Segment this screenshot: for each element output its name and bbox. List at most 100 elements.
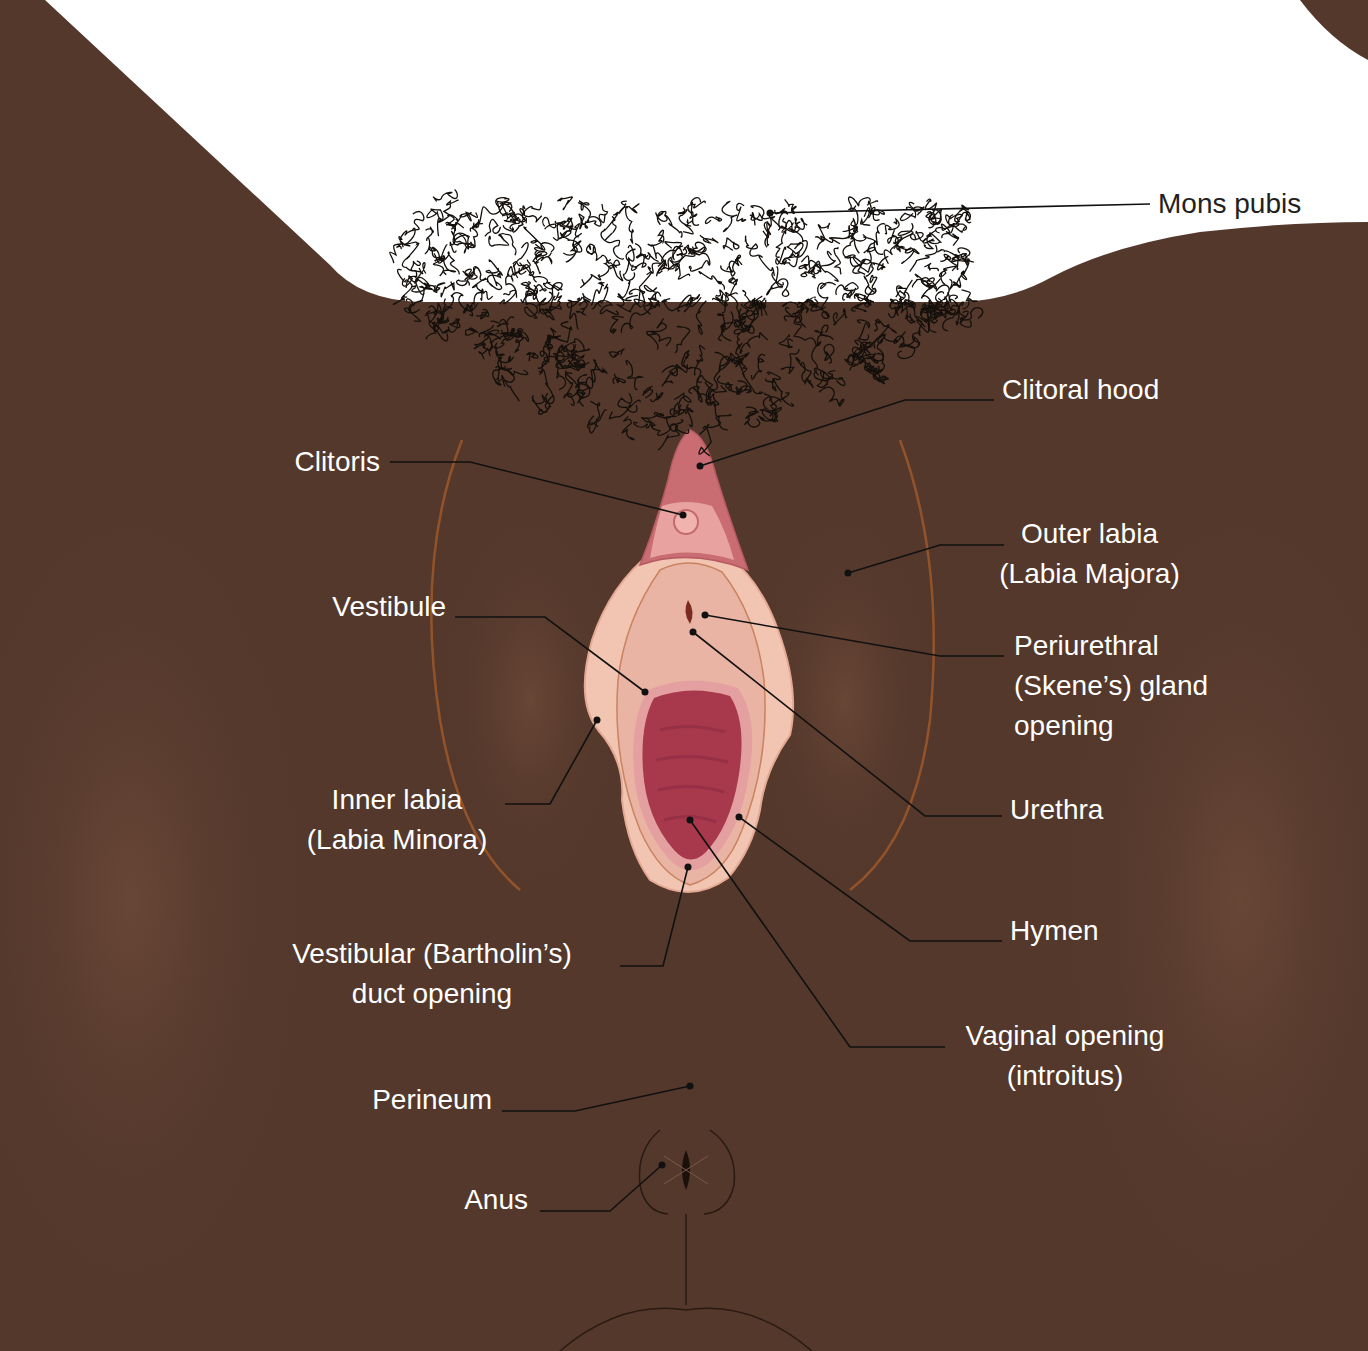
hair-curl	[674, 402, 692, 426]
leader-dot	[642, 689, 649, 696]
hair-curl	[576, 375, 587, 403]
part-label: Urethra	[1010, 790, 1210, 830]
hair-curl	[634, 415, 658, 428]
part-label: Inner labia (Labia Minora)	[292, 780, 502, 860]
hair-curl	[626, 207, 634, 243]
hair-curl	[658, 418, 679, 450]
hair-curl	[441, 282, 454, 297]
hair-curl	[535, 243, 554, 256]
hair-curl	[672, 246, 695, 262]
hair-curl	[473, 220, 479, 229]
vaginal-rugae	[656, 726, 728, 822]
hair-curl	[836, 285, 852, 300]
hair-curl	[527, 352, 538, 360]
hair-curl	[487, 260, 502, 286]
hair-curl	[523, 260, 534, 276]
leader-line	[700, 400, 994, 466]
hair-curl	[405, 211, 424, 235]
hair-curl	[905, 300, 915, 317]
hair-curl	[723, 238, 739, 250]
hair-curl	[684, 297, 701, 311]
hair-curl	[874, 369, 886, 384]
part-label: Vestibule	[246, 587, 446, 627]
hair-curl	[737, 203, 746, 221]
hair-curl	[924, 263, 938, 271]
hair-curl	[539, 292, 561, 314]
leader-line	[848, 545, 1004, 573]
leader-line	[390, 462, 683, 515]
hair-curl	[870, 334, 885, 361]
hair-curl	[690, 198, 701, 219]
leader-line	[505, 720, 597, 804]
leader-dot	[845, 570, 852, 577]
hair-curl	[936, 226, 953, 238]
hair-curl	[962, 290, 977, 309]
hair-curl	[628, 245, 637, 270]
leader-line	[693, 632, 1002, 816]
hair-curl	[515, 329, 524, 353]
hair-curl	[534, 277, 562, 290]
hair-curl	[613, 374, 625, 384]
hair-curl	[639, 272, 651, 307]
leader-line	[502, 1086, 690, 1111]
hair-curl	[689, 261, 709, 271]
hair-curl	[598, 301, 618, 315]
hair-curl	[472, 291, 493, 305]
hair-curl	[953, 271, 966, 287]
hair-curl	[605, 217, 616, 240]
hair-curl	[651, 393, 663, 402]
hair-curl	[675, 327, 690, 353]
hair-curl	[776, 266, 789, 296]
hair-curl	[532, 395, 554, 411]
hair-curl	[599, 204, 607, 223]
hair-curl	[495, 367, 519, 401]
hair-curl	[662, 366, 677, 386]
hair-curl	[577, 377, 593, 397]
hair-curl	[390, 244, 401, 263]
part-label: Vaginal opening (introitus)	[935, 1016, 1195, 1096]
hair-curl	[751, 206, 780, 231]
hair-curl	[588, 410, 607, 433]
hair-curl	[491, 317, 514, 327]
hair-curl	[960, 205, 970, 220]
hair-curl	[713, 393, 727, 430]
hair-curl	[498, 202, 519, 222]
hair-curl	[673, 246, 687, 260]
hair-curl	[662, 299, 689, 311]
vestibule	[617, 563, 765, 885]
hair-curl	[543, 217, 556, 229]
hair-curl	[921, 309, 938, 323]
hair-curl	[426, 325, 449, 339]
hair-curl	[787, 242, 803, 254]
hair-curl	[913, 324, 923, 344]
hair-curl	[849, 197, 871, 211]
hair-curl	[705, 217, 721, 224]
hair-curl	[609, 349, 624, 357]
hair-curl	[851, 303, 870, 311]
hair-curl	[407, 299, 421, 321]
hair-curl	[514, 243, 529, 278]
hair-curl	[656, 211, 668, 225]
hair-curl	[426, 311, 448, 324]
hair-curl	[601, 231, 624, 259]
urethra	[685, 600, 692, 624]
leader-dot	[687, 817, 694, 824]
hair-curl	[784, 302, 808, 321]
hair-curl	[699, 272, 725, 290]
hair-curl	[815, 223, 829, 241]
part-label: Outer labia (Labia Majora)	[982, 514, 1197, 594]
hair-curl	[526, 285, 538, 295]
hair-curl	[801, 256, 820, 274]
hair-curl	[499, 234, 516, 256]
hair-curl	[457, 267, 478, 285]
hair-curl	[781, 349, 799, 373]
hair-curl	[745, 236, 758, 256]
part-label: Perineum	[292, 1080, 492, 1120]
hair-curl	[412, 277, 427, 292]
hair-curl	[579, 214, 588, 229]
hair-curl	[932, 299, 947, 323]
hair-curl	[960, 308, 983, 320]
part-label: Periurethral (Skene’s) gland opening	[1014, 626, 1209, 746]
hair-curl	[485, 219, 501, 236]
hair-curl	[743, 291, 762, 317]
